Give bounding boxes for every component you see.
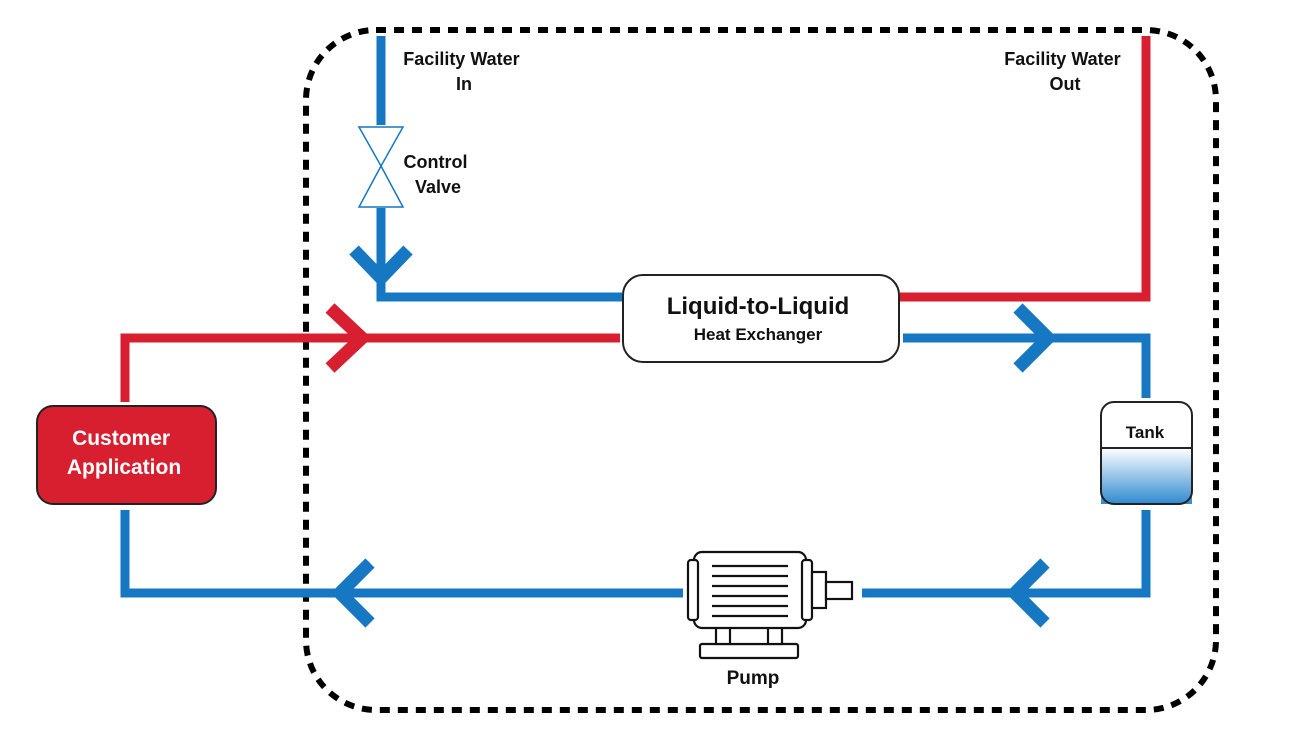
hx-to-facility-out-pipe [900, 36, 1151, 302]
arrow-right-icon [1013, 303, 1058, 373]
valve-to-hx-pipe [376, 208, 622, 302]
hx-to-tank-pipe [903, 333, 1151, 398]
system-boundary [303, 27, 1219, 713]
hot-piping [120, 36, 1151, 402]
cold-piping [120, 36, 1151, 598]
facility-water-out-label: Facility Water Out [1004, 49, 1125, 94]
arrow-left-icon [330, 558, 375, 628]
heat-exchanger-box [622, 274, 900, 363]
arrow-left-icon [1005, 558, 1050, 628]
customer-application-label: Customer Application [67, 427, 181, 479]
customer-to-hx-pipe [120, 333, 620, 402]
control-valve-icon [357, 126, 405, 208]
facility-water-in-label: Facility Water In [403, 49, 524, 94]
tank-icon [1100, 401, 1193, 505]
heat-exchanger-title: Liquid-to-Liquid [667, 293, 850, 320]
tank-to-pump-pipe [862, 510, 1151, 598]
tank-label: Tank [1126, 423, 1165, 442]
pump-label: Pump [727, 668, 780, 689]
pump-motor-icon [686, 550, 854, 660]
heat-exchanger-subtitle: Heat Exchanger [694, 325, 823, 344]
arrow-down-icon [349, 245, 413, 288]
control-valve-label: Control Valve [404, 152, 473, 197]
arrow-right-icon [325, 303, 372, 373]
pump-to-customer-pipe [120, 510, 683, 598]
customer-application-box [36, 405, 217, 505]
